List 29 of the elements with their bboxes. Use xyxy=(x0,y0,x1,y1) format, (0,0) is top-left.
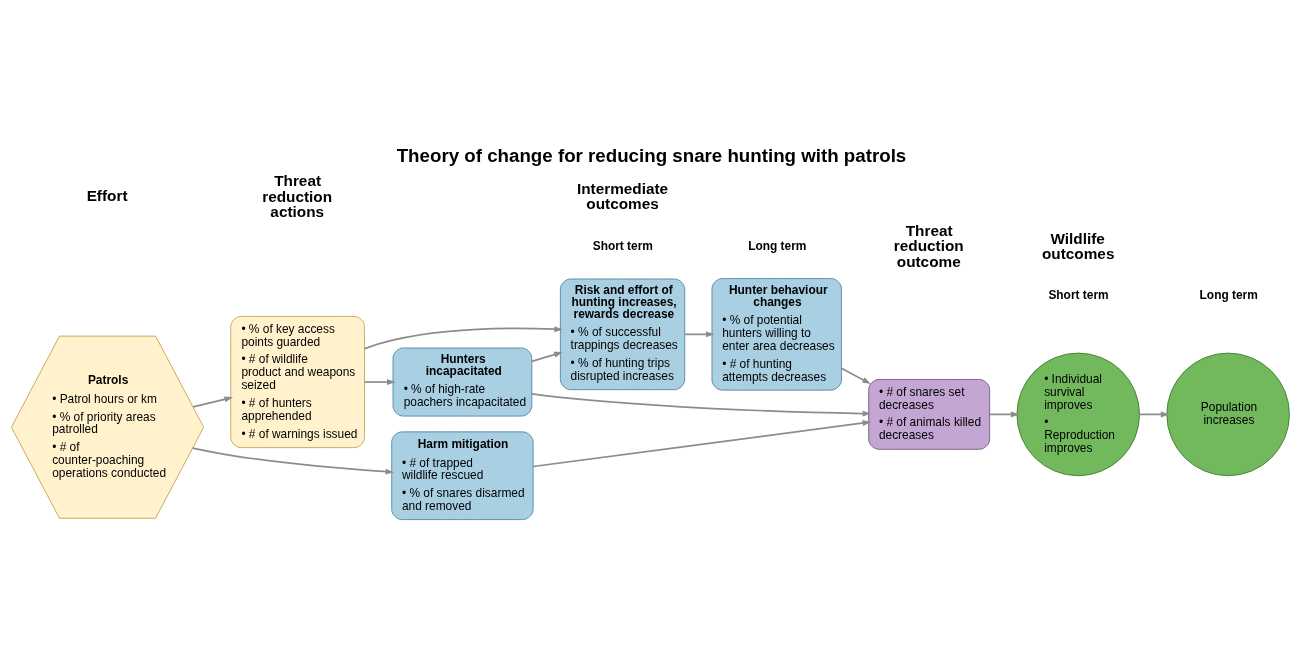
label: Effort xyxy=(86,186,128,204)
arrow xyxy=(531,351,563,363)
node-box: Harm mitigation • # of trapped wildlife rescued • % of snares disarmed and removed xyxy=(391,431,534,520)
label: Threat reduction outcome xyxy=(893,221,964,270)
arrow xyxy=(989,411,1020,418)
node-circle: Population increases xyxy=(1166,352,1290,477)
node-box: • % of key access points guarded • # of wildlife product and weapons seized • # of hunters apprehended • # of warnings issued xyxy=(230,316,365,449)
arrow xyxy=(531,392,872,417)
arrow xyxy=(840,367,871,384)
arrow xyxy=(1138,411,1170,418)
node-box: Risk and effort of hunting increases, rewards decrease • % of successful trappings decreases • % of hunting trips disrupted increases xyxy=(559,278,686,391)
arrow xyxy=(191,447,395,475)
arrow xyxy=(363,326,563,350)
node-box: • # of snares set decreases • # of animals killed decreases xyxy=(868,379,991,450)
label: Wildlife outcomes xyxy=(1042,229,1115,262)
label: Long term xyxy=(1199,288,1258,303)
label: Long term xyxy=(748,238,807,253)
node-circle: • Individual survival improves • Reproduction improves xyxy=(1016,352,1140,477)
diagram-title: Theory of change for reducing snare hunting with patrols xyxy=(396,144,907,166)
node-box: Hunter behaviour changes • % of potential hunters willing to enter area decreases • # of hunting attempts decreases xyxy=(711,278,842,391)
label: Threat reduction actions xyxy=(262,172,333,221)
label: Intermediate outcomes xyxy=(576,180,669,213)
arrow xyxy=(363,379,396,386)
label: Short term xyxy=(592,238,653,253)
label: Short term xyxy=(1048,288,1109,303)
arrow xyxy=(683,331,715,338)
arrow xyxy=(532,420,872,468)
arrow xyxy=(192,396,233,408)
node-box: Hunters incapacitated • % of high-rate poachers incapacitated xyxy=(392,347,533,417)
